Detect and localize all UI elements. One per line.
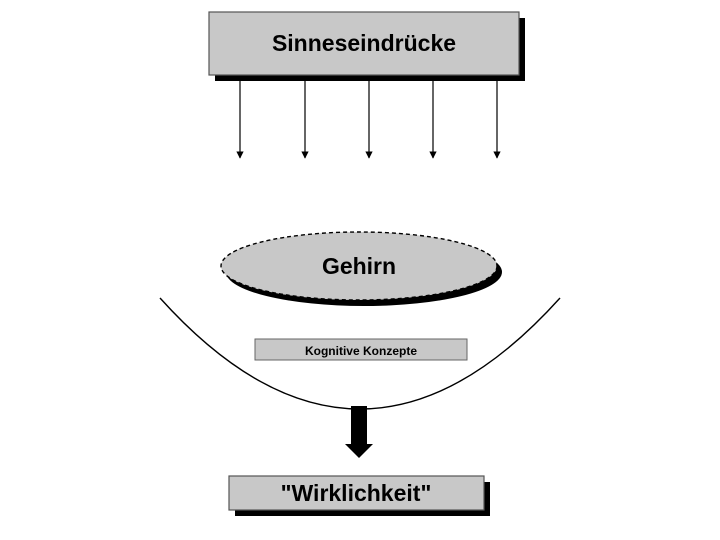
sensory-arrows <box>236 80 501 159</box>
reality-box: "Wirklichkeit" <box>228 475 490 516</box>
reality-box-face <box>228 475 485 511</box>
cognitive-concepts-bar: Kognitive Konzepte <box>254 338 468 361</box>
cognitive-concepts-label: Kognitive Konzepte <box>305 344 417 358</box>
thick-down-arrow <box>345 406 373 458</box>
sensory-impressions-label: Sinneseindrücke <box>272 30 456 56</box>
sensory-impressions-box: Sinneseindrücke <box>208 11 525 81</box>
sensory-impressions-box-face <box>208 11 520 76</box>
brain-ellipse-face <box>220 231 498 301</box>
thick-arrow-head <box>345 444 373 458</box>
brain-ellipse: Gehirn <box>220 231 502 306</box>
thick-arrow-shaft <box>351 406 367 446</box>
brain-label: Gehirn <box>322 253 396 279</box>
cognitive-concepts-bar-face <box>254 338 468 361</box>
reality-label: "Wirklichkeit" <box>281 480 432 506</box>
